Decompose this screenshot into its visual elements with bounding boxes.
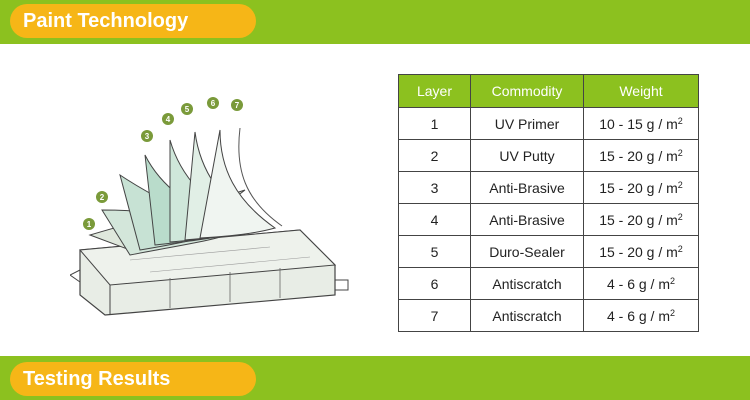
commodity-cell: Antiscratch: [470, 299, 584, 332]
layer-marker-1: [83, 218, 95, 230]
layer-cell: 4: [398, 203, 471, 236]
paint-spec-table: Layer Commodity Weight 1 UV Primer 10 - …: [398, 74, 699, 332]
layer-number-5: 5: [185, 105, 190, 114]
table-header-row: Layer Commodity Weight: [398, 74, 699, 108]
paint-layers-illustration: 1 2 3 4 5 6 7: [70, 97, 349, 316]
layer-cell: 1: [398, 107, 471, 140]
commodity-cell: UV Putty: [470, 139, 584, 172]
table-row: 3 Anti-Brasive 15 - 20 g / m2: [398, 171, 699, 204]
layer-marker-5: [181, 103, 193, 115]
table-row: 6 Antiscratch 4 - 6 g / m2: [398, 267, 699, 300]
layer-marker-7: [231, 99, 243, 111]
commodity-cell: Anti-Brasive: [470, 171, 584, 204]
header-commodity: Commodity: [470, 74, 584, 108]
layer-marker-3: [141, 130, 153, 142]
commodity-cell: UV Primer: [470, 107, 584, 140]
header-weight: Weight: [583, 74, 699, 108]
layer-cell: 5: [398, 235, 471, 268]
table-row: 5 Duro-Sealer 15 - 20 g / m2: [398, 235, 699, 268]
weight-cell: 10 - 15 g / m2: [583, 107, 699, 140]
weight-cell: 4 - 6 g / m2: [583, 299, 699, 332]
layer-number-3: 3: [145, 132, 150, 141]
layer-number-7: 7: [235, 101, 240, 110]
layer-marker-4: [162, 113, 174, 125]
weight-cell: 15 - 20 g / m2: [583, 235, 699, 268]
layer-cell: 7: [398, 299, 471, 332]
layer-number-2: 2: [100, 193, 105, 202]
table-row: 7 Antiscratch 4 - 6 g / m2: [398, 299, 699, 332]
commodity-cell: Duro-Sealer: [470, 235, 584, 268]
footer-band: Testing Results: [0, 356, 750, 400]
header-layer: Layer: [398, 74, 471, 108]
layer-cell: 3: [398, 171, 471, 204]
weight-cell: 15 - 20 g / m2: [583, 139, 699, 172]
weight-cell: 4 - 6 g / m2: [583, 267, 699, 300]
layer-number-4: 4: [166, 115, 171, 124]
header-band: Paint Technology: [0, 0, 750, 44]
layer-cell: 6: [398, 267, 471, 300]
layer-marker-2: [96, 191, 108, 203]
layer-marker-6: [207, 97, 219, 109]
table-row: 4 Anti-Brasive 15 - 20 g / m2: [398, 203, 699, 236]
weight-cell: 15 - 20 g / m2: [583, 171, 699, 204]
footer-title: Testing Results: [10, 362, 256, 396]
table-row: 2 UV Putty 15 - 20 g / m2: [398, 139, 699, 172]
weight-cell: 15 - 20 g / m2: [583, 203, 699, 236]
commodity-cell: Antiscratch: [470, 267, 584, 300]
commodity-cell: Anti-Brasive: [470, 203, 584, 236]
layer-number-6: 6: [211, 99, 216, 108]
table-row: 1 UV Primer 10 - 15 g / m2: [398, 107, 699, 140]
layer-number-1: 1: [87, 220, 92, 229]
layer-cell: 2: [398, 139, 471, 172]
header-title: Paint Technology: [10, 4, 256, 38]
